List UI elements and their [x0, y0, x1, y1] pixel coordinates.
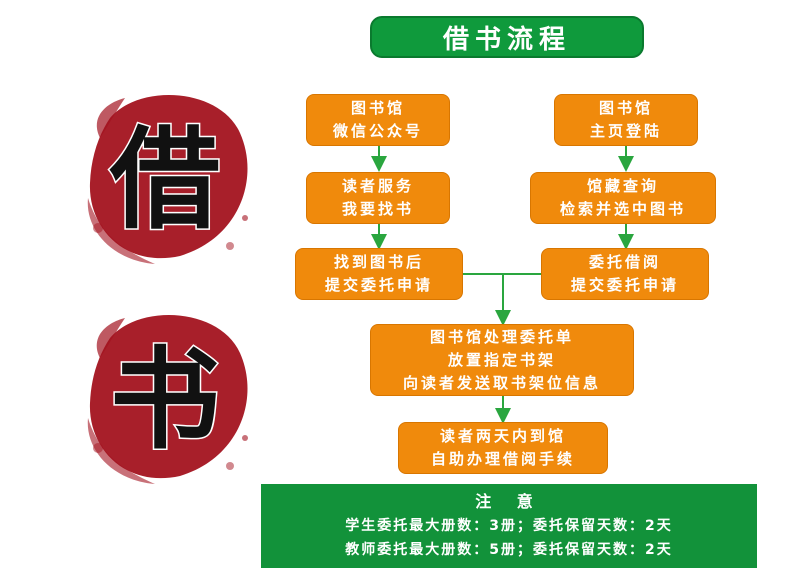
step-search-line2: 检索并选中图书: [559, 200, 686, 218]
step-service-line1: 读者服务: [341, 177, 414, 195]
step-submit-right: 委托借阅 提交委托申请: [541, 248, 709, 300]
step-homepage-line2: 主页登陆: [589, 122, 662, 140]
step-submit-left: 找到图书后 提交委托申请: [295, 248, 463, 300]
seal-shu-graphic: 书: [87, 315, 248, 484]
step-submit-right-line1: 委托借阅: [588, 253, 661, 271]
step-search-line1: 馆藏查询: [586, 177, 659, 195]
page-title: 借书流程: [370, 16, 644, 58]
step-service-line2: 我要找书: [341, 200, 414, 218]
step-service: 读者服务 我要找书: [306, 172, 450, 224]
notice-title: 注 意: [475, 492, 543, 511]
seal-jie: 借: [70, 78, 260, 268]
step-homepage-line1: 图书馆: [598, 99, 653, 117]
step-process-line2: 放置指定书架: [447, 350, 556, 369]
seal-jie-graphic: 借: [87, 95, 248, 264]
step-process: 图书馆处理委托单 放置指定书架 向读者发送取书架位信息: [370, 324, 634, 396]
notice-panel: 注 意 学生委托最大册数：3册；委托保留天数：2天 教师委托最大册数：5册；委托…: [261, 484, 757, 568]
step-process-line3: 向读者发送取书架位信息: [402, 373, 601, 392]
notice-teacher-rule: 教师委托最大册数：5册；委托保留天数：2天: [345, 542, 673, 558]
step-submit-left-line1: 找到图书后: [333, 253, 424, 271]
step-submit-right-line2: 提交委托申请: [570, 276, 679, 294]
step-submit-left-line2: 提交委托申请: [324, 276, 433, 294]
step-pickup: 读者两天内到馆 自助办理借阅手续: [398, 422, 608, 474]
step-pickup-line2: 自助办理借阅手续: [430, 450, 575, 468]
step-search: 馆藏查询 检索并选中图书: [530, 172, 716, 224]
step-pickup-line1: 读者两天内到馆: [439, 427, 566, 445]
step-wechat: 图书馆 微信公众号: [306, 94, 450, 146]
notice-student-rule: 学生委托最大册数：3册；委托保留天数：2天: [345, 518, 673, 534]
step-process-line1: 图书馆处理委托单: [429, 327, 574, 346]
seal-shu-char: 书: [110, 336, 220, 464]
step-wechat-line2: 微信公众号: [332, 122, 423, 140]
step-homepage: 图书馆 主页登陆: [554, 94, 698, 146]
seal-shu: 书: [70, 298, 260, 488]
seal-jie-char: 借: [109, 116, 220, 244]
step-wechat-line1: 图书馆: [350, 99, 405, 117]
